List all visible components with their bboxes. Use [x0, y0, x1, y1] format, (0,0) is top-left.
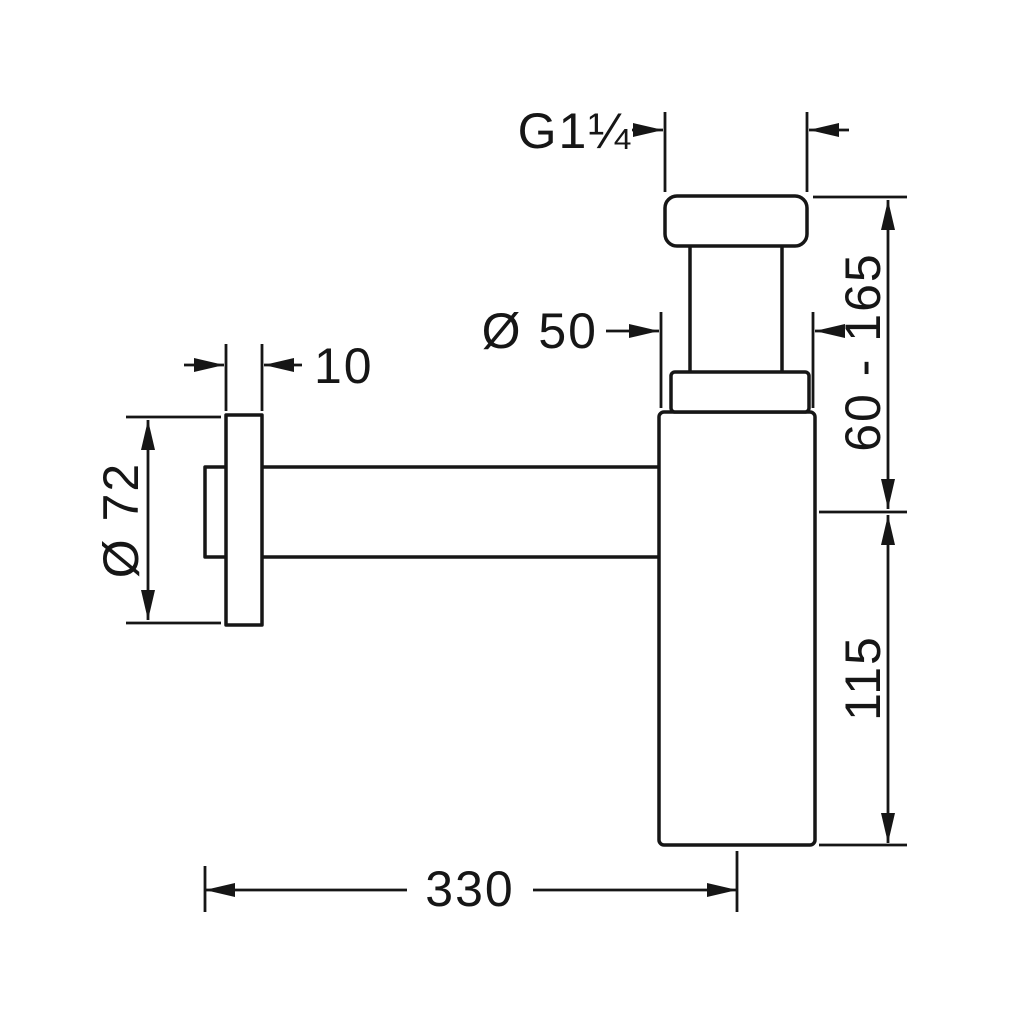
dim-labels: G1¼ Ø 50 60 - 165 115 Ø 72 10 330 [93, 103, 891, 917]
dim-label-height-range: 60 - 165 [835, 252, 891, 451]
dim-flange-diameter [126, 415, 221, 625]
dim-label-projection: 330 [425, 861, 514, 917]
dim-label-flange-diameter: Ø 72 [93, 462, 149, 578]
slip-collar [669, 370, 811, 414]
wall-pipe [203, 465, 663, 559]
dim-label-thread: G1¼ [518, 103, 632, 159]
wall-flange [224, 413, 264, 627]
dim-label-flange-thickness: 10 [314, 338, 374, 394]
tailpiece-pipe [688, 242, 784, 376]
dim-projection [203, 851, 739, 912]
dim-body-height [819, 515, 907, 847]
siphon-figure [203, 194, 817, 847]
trap-body [657, 410, 817, 847]
dim-flange-thickness [184, 344, 302, 411]
dim-height-range [813, 195, 907, 514]
dim-label-body-diameter: Ø 50 [482, 303, 598, 359]
dim-label-body-height: 115 [835, 635, 891, 721]
connection-nut [663, 194, 809, 248]
dim-thread [632, 112, 849, 192]
dim-body-diameter [606, 312, 845, 408]
